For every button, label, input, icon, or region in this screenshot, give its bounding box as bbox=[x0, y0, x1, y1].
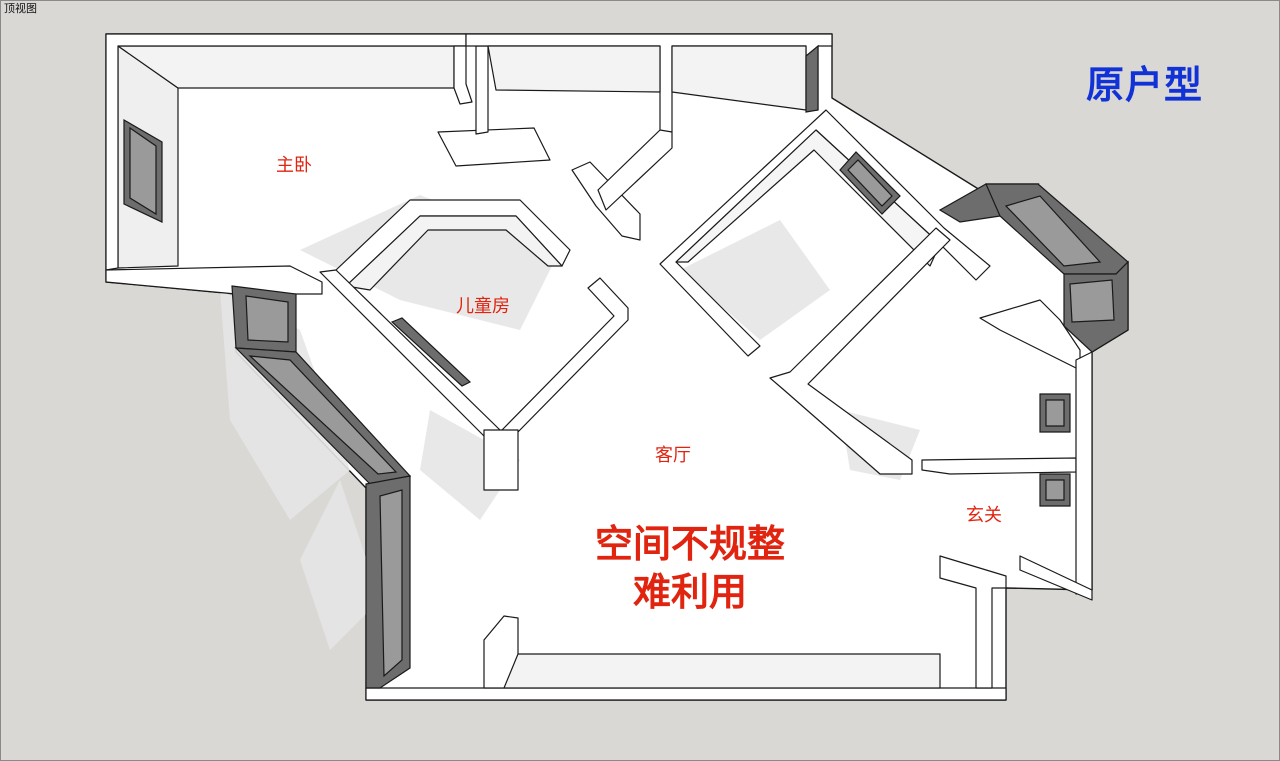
wall-master-bottom bbox=[105, 265, 323, 295]
room-label-kids-room: 儿童房 bbox=[456, 296, 510, 317]
room-label-master-bedroom: 主卧 bbox=[276, 155, 312, 176]
wall-top-mid-side bbox=[487, 45, 661, 93]
wall-bottom-inner bbox=[499, 653, 941, 689]
wall-entrance-right bbox=[1075, 351, 1093, 595]
wall-entrance-counter bbox=[921, 457, 1077, 475]
window-top-right bbox=[805, 44, 819, 113]
wall-bottom bbox=[365, 687, 1007, 701]
window-left-bay bbox=[231, 285, 412, 689]
wall-kids-top-side bbox=[345, 215, 563, 291]
annotation-note: 空间不规整 难利用 bbox=[570, 520, 810, 616]
windows bbox=[123, 44, 1129, 689]
wall-stub-1 bbox=[437, 127, 551, 167]
window-entrance-1 bbox=[1039, 393, 1071, 433]
room-label-entrance: 玄关 bbox=[966, 505, 1002, 526]
window-master bbox=[123, 118, 163, 223]
plan-title: 原户型 bbox=[1086, 63, 1204, 107]
annotation-line-1: 空间不规整 bbox=[594, 522, 785, 566]
wall-stub-2 bbox=[475, 45, 489, 135]
wall-diag-stub-2 bbox=[597, 129, 673, 211]
wall-kids-right bbox=[501, 277, 629, 435]
window-entrance-2 bbox=[1039, 473, 1071, 507]
wall-center-lower bbox=[769, 227, 951, 475]
window-right-bay bbox=[938, 183, 1129, 353]
window-kitchen bbox=[839, 151, 901, 215]
wall-kids-bottom bbox=[483, 429, 519, 491]
wall-bottom-right bbox=[939, 555, 1007, 689]
annotation-line-2: 难利用 bbox=[632, 570, 747, 614]
wall-bottom-stub bbox=[483, 615, 519, 689]
wall-master-top-side bbox=[117, 45, 455, 89]
room-label-living-room: 客厅 bbox=[655, 445, 691, 466]
wall-entrance-lower bbox=[1019, 555, 1093, 601]
view-label: 顶视图 bbox=[4, 2, 37, 15]
window-kids bbox=[390, 317, 472, 387]
